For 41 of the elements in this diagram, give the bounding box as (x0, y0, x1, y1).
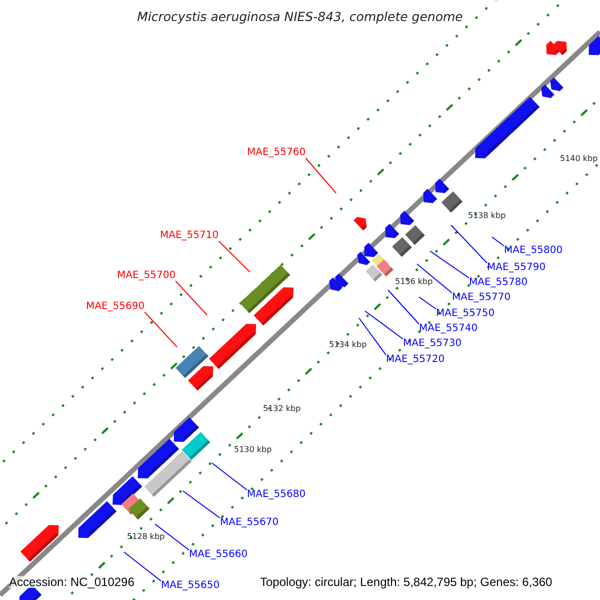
gene-label: MAE_55700 (117, 271, 176, 281)
scale-label: 5140 kbp (560, 155, 598, 163)
leader-line (416, 264, 452, 294)
leader-line (388, 290, 420, 324)
gene-label: MAE_55680 (247, 490, 306, 500)
gene-label: MAE_55710 (160, 231, 219, 241)
scale-label: 5130 kbp (234, 446, 272, 454)
gene-label: MAE_55670 (220, 518, 279, 528)
scale-label: 5132 kbp (263, 405, 301, 413)
leader-line (218, 240, 250, 272)
leader-line (364, 310, 404, 340)
leader-line (358, 318, 386, 356)
leader-line (430, 250, 470, 278)
leader-line (144, 312, 178, 348)
gene-label: MAE_55730 (403, 339, 462, 349)
diagram-title: Microcystis aeruginosa NIES-843, complete genome (136, 11, 464, 24)
leader-line (492, 236, 504, 246)
leader-line (212, 462, 248, 490)
gene-label: MAE_55650 (161, 581, 220, 591)
leader-line (418, 296, 436, 310)
gene-label: MAE_55800 (504, 246, 563, 256)
leader-line (182, 490, 220, 518)
leader-line (175, 280, 208, 316)
leader-line (124, 552, 162, 582)
gene-label: MAE_55740 (419, 324, 478, 334)
gene-label: MAE_55750 (436, 309, 495, 319)
scale-label: 5136 kbp (395, 278, 433, 286)
gene-label: MAE_55780 (469, 278, 528, 288)
scale-label: 5128 kbp (127, 533, 165, 541)
gene-label: MAE_55770 (452, 293, 511, 303)
gene-label: MAE_55690 (86, 302, 145, 312)
scale-label: 5138 kbp (468, 212, 506, 220)
gene-label: MAE_55760 (247, 148, 306, 158)
leader-line (154, 524, 190, 550)
gene-label: MAE_55720 (386, 355, 445, 365)
genome-summary-text: Topology: circular; Length: 5,842,795 bp; Genes: 6,360 (260, 576, 552, 588)
gene-label: MAE_55660 (189, 550, 248, 560)
gene-label: MAE_55790 (487, 263, 546, 273)
scale-label: 5134 kbp (329, 341, 367, 349)
accession-text: Accession: NC_010296 (9, 576, 134, 588)
leader-line (450, 224, 488, 264)
